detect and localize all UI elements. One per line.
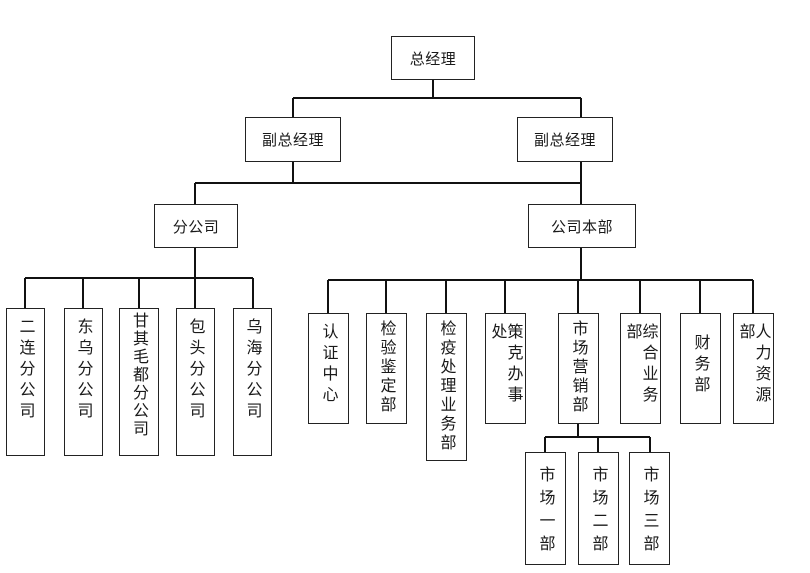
department-box: 综合业务部: [620, 313, 661, 424]
branch-label: 二连分公司: [16, 318, 36, 423]
department-box: 财务部: [680, 313, 721, 424]
department-label: 检验鉴定部: [377, 320, 397, 415]
general-manager-box: 总经理: [391, 36, 475, 80]
hq-group-label: 公司本部: [550, 217, 613, 236]
marketing-subdept-box: 市场一部: [525, 452, 566, 565]
department-box: 人力资源部: [733, 313, 774, 424]
department-box: 认证中心: [308, 313, 349, 424]
department-box: 检验鉴定部: [366, 313, 407, 424]
department-label: 财务部: [691, 334, 711, 397]
branch-box: 东乌分公司: [64, 308, 103, 456]
department-label: 检疫处理业务部: [437, 320, 457, 453]
marketing-subdept-label: 市场一部: [536, 466, 556, 558]
branch-label: 包头分公司: [186, 318, 206, 423]
marketing-subdept-label: 市场二部: [589, 466, 609, 558]
general-manager-label: 总经理: [409, 49, 457, 68]
department-box: 检疫处理业务部: [426, 313, 467, 461]
deputy-manager-right-box: 副总经理: [517, 117, 613, 162]
department-box: 市场营销部: [558, 313, 599, 424]
marketing-subdept-box: 市场二部: [578, 452, 619, 565]
department-label: 认证中心: [319, 323, 339, 407]
branch-label: 东乌分公司: [74, 318, 94, 423]
marketing-subdept-box: 市场三部: [629, 452, 670, 565]
branch-label: 乌海分公司: [243, 318, 263, 423]
branch-group-box: 分公司: [154, 204, 238, 248]
department-box: 策克办事处: [485, 313, 526, 424]
deputy-manager-right-label: 副总经理: [533, 131, 596, 149]
department-label: 人力资源部: [736, 323, 772, 407]
department-label: 市场营销部: [569, 320, 589, 415]
hq-group-box: 公司本部: [528, 204, 636, 248]
marketing-subdept-label: 市场三部: [640, 466, 660, 558]
branch-group-label: 分公司: [172, 217, 220, 236]
branch-label: 甘其毛都分公司: [130, 312, 149, 438]
deputy-manager-left-label: 副总经理: [261, 131, 324, 149]
branch-box: 二连分公司: [6, 308, 45, 456]
department-label: 策克办事处: [488, 323, 524, 407]
branch-box: 包头分公司: [176, 308, 215, 456]
branch-box: 乌海分公司: [233, 308, 272, 456]
department-label: 综合业务部: [623, 323, 659, 407]
deputy-manager-left-box: 副总经理: [245, 117, 341, 162]
branch-box: 甘其毛都分公司: [119, 308, 159, 456]
